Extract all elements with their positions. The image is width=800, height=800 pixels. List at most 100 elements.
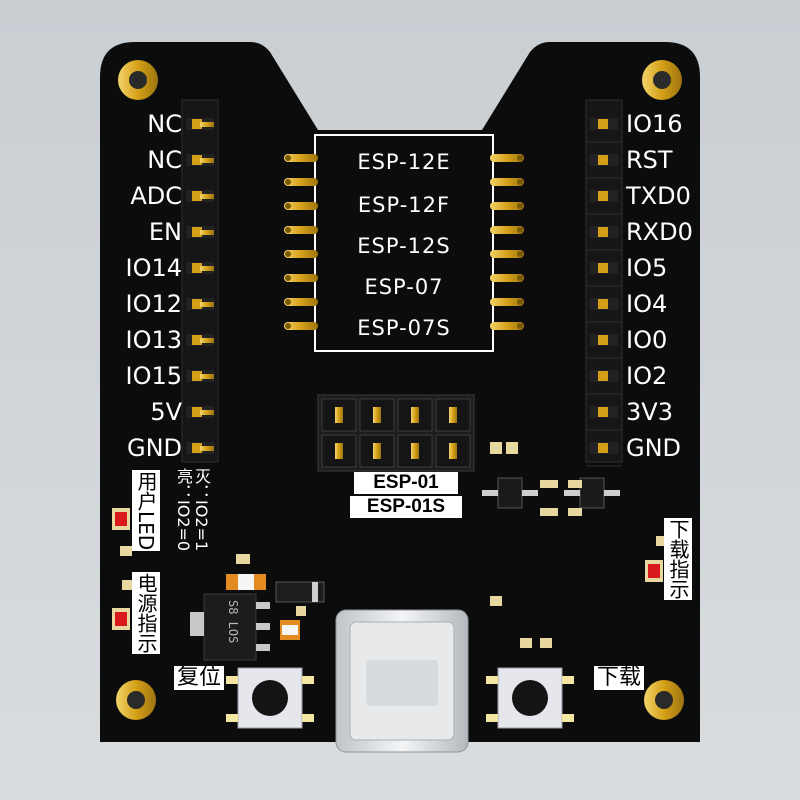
left-pin-label-3: ADC <box>130 182 182 210</box>
reset-button-label: 复位 <box>174 666 225 690</box>
left-pin-label-8: IO15 <box>125 362 182 390</box>
module-pad-left <box>284 322 318 330</box>
left-pin-label-2: NC <box>147 146 182 174</box>
module-pad-right <box>490 226 524 234</box>
left-header-pin <box>186 262 214 274</box>
usb-c-connector <box>335 609 469 753</box>
esp01-header-pin <box>321 398 357 432</box>
module-pad-right <box>490 250 524 258</box>
right-header-pin <box>586 442 622 467</box>
module-pad-right <box>490 274 524 282</box>
module-pad-left <box>284 226 318 234</box>
left-pin-label-9: 5V <box>150 398 182 426</box>
left-header-pin <box>186 226 214 238</box>
module-pad-left <box>284 250 318 258</box>
module-pad-left <box>284 154 318 162</box>
user-led <box>112 508 130 530</box>
right-header-pin <box>586 406 622 431</box>
left-header-pin <box>186 154 214 166</box>
module-pad-left <box>284 274 318 282</box>
right-pin-label-9: 3V3 <box>626 398 673 426</box>
download-button[interactable] <box>498 668 562 728</box>
module-pad-left <box>284 178 318 186</box>
left-pin-label-7: IO13 <box>125 326 182 354</box>
right-pin-label-1: IO16 <box>626 110 683 138</box>
module-pad-left <box>284 298 318 306</box>
esp01-label: ESP-01 <box>354 472 458 494</box>
power-led <box>112 608 130 630</box>
esp01-header-pin <box>397 434 433 468</box>
power-indicator-label: 电源指示 <box>132 572 160 654</box>
mounting-hole-top-left <box>118 60 158 100</box>
left-header-pin <box>186 406 214 418</box>
right-header-pin <box>586 118 622 143</box>
esp01-header-pin <box>321 434 357 468</box>
download-indicator-label: 下载指示 <box>664 518 692 600</box>
right-pin-label-3: TXD0 <box>626 182 691 210</box>
mounting-hole-top-right <box>642 60 682 100</box>
pcb-outline <box>100 42 700 742</box>
module-pad-right <box>490 202 524 210</box>
user-led-label: 用户LED <box>132 470 160 552</box>
smd-components <box>120 442 620 648</box>
reset-button[interactable] <box>238 668 302 728</box>
right-pin-label-5: IO5 <box>626 254 668 282</box>
module-label-2: ESP-12F <box>357 193 451 217</box>
left-header-pin <box>186 370 214 382</box>
module-pad-right <box>490 154 524 162</box>
usb-c-port[interactable] <box>336 610 468 752</box>
right-header-pin <box>586 298 622 323</box>
module-pad-right <box>490 178 524 186</box>
download-led <box>645 560 663 582</box>
left-header-pin <box>186 334 214 346</box>
module-label-3: ESP-12S <box>357 234 451 258</box>
regulator-marking: S8 LOS <box>226 600 240 644</box>
module-footprint-outline <box>314 134 494 352</box>
left-pin-label-1: NC <box>147 110 182 138</box>
module-label-4: ESP-07 <box>364 275 444 299</box>
right-pin-label-2: RST <box>626 146 673 174</box>
module-pad-left <box>284 202 318 210</box>
esp01-header-pin <box>359 434 395 468</box>
module-castellated-pads <box>284 154 524 330</box>
esp01-header-pin <box>397 398 433 432</box>
left-header-pin <box>186 190 214 202</box>
right-pin-label-10: GND <box>626 434 682 462</box>
right-pin-label-8: IO2 <box>626 362 668 390</box>
download-button-label: 下载 <box>594 666 645 690</box>
esp01-header <box>317 394 475 472</box>
mounting-hole-bottom-right <box>644 680 684 720</box>
right-header-pin <box>586 154 622 179</box>
right-header-pin <box>586 370 622 395</box>
right-header-pin <box>586 190 622 215</box>
right-pin-label-7: IO0 <box>626 326 668 354</box>
left-pin-label-6: IO12 <box>125 290 182 318</box>
module-pad-right <box>490 298 524 306</box>
module-label-5: ESP-07S <box>357 316 451 340</box>
mounting-hole-bottom-left <box>116 680 156 720</box>
left-pin-label-5: IO14 <box>125 254 182 282</box>
right-header-pin <box>586 262 622 287</box>
esp01-header-pin <box>435 434 471 468</box>
left-header-pin <box>186 442 214 454</box>
right-header-pin <box>586 226 622 251</box>
left-header-pin <box>186 118 214 130</box>
regulator-chip <box>190 593 270 661</box>
esp01-header-pin <box>435 398 471 432</box>
left-pin-label-4: EN <box>148 218 182 246</box>
esp01s-label: ESP-01S <box>350 496 462 518</box>
led-off-note: 灭：IO2=1 <box>192 468 211 552</box>
right-pin-label-6: IO4 <box>626 290 668 318</box>
left-header-pin <box>186 298 214 310</box>
right-header-pin <box>586 334 622 359</box>
module-label-1: ESP-12E <box>357 150 451 174</box>
download-button-graphic <box>486 667 574 729</box>
reset-button-graphic <box>226 667 314 729</box>
left-pin-label-10: GND <box>126 434 182 462</box>
right-pin-label-4: RXD0 <box>626 218 693 246</box>
led-on-note: 亮：IO2=0 <box>174 468 193 552</box>
right-pin-header <box>585 99 623 467</box>
module-pad-right <box>490 322 524 330</box>
